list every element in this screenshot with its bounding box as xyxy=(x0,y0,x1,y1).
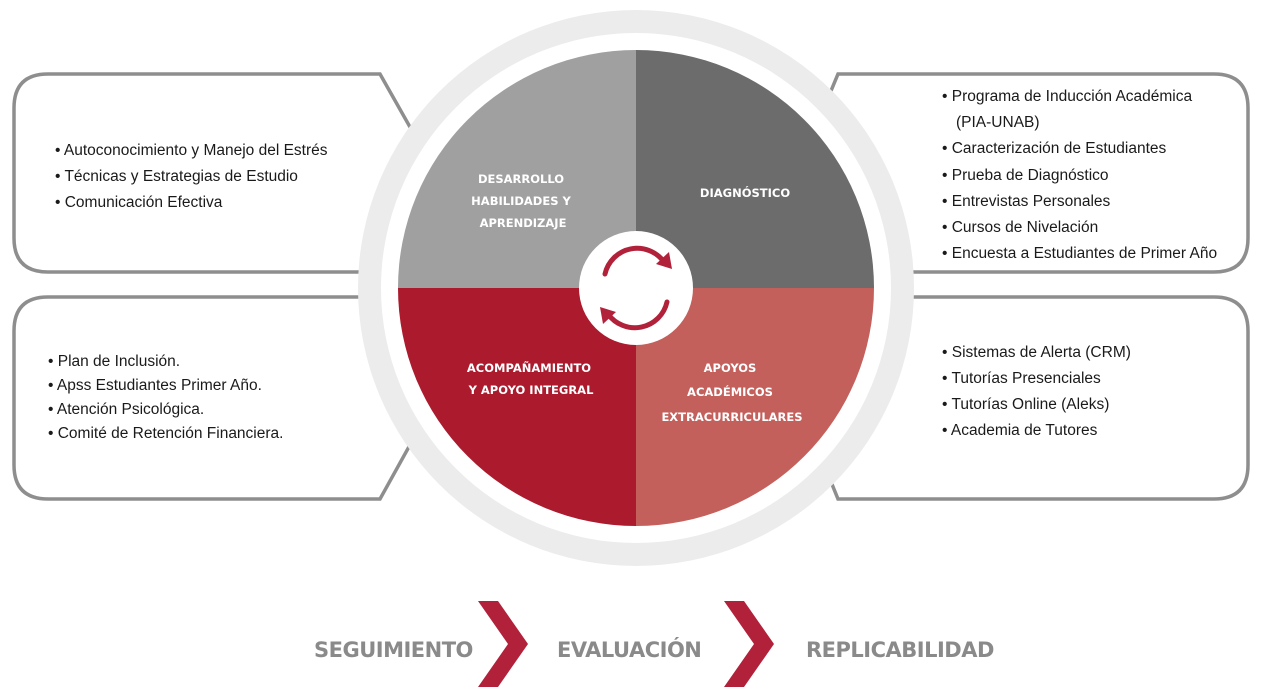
list-item: • Tutorías Presenciales xyxy=(942,370,1101,387)
list-item: • Autoconocimiento y Manejo del Estrés xyxy=(55,142,328,159)
list-item: • Entrevistas Personales xyxy=(942,193,1111,210)
quadrant-label-line: HABILIDADES Y xyxy=(471,194,571,208)
box-top-left-list: • Autoconocimiento y Manejo del Estrés •… xyxy=(55,142,332,211)
quadrant-top-left-label: DESARROLLO HABILIDADES Y APRENDIZAJE xyxy=(471,172,575,230)
list-item: • Apss Estudiantes Primer Año. xyxy=(48,377,262,394)
list-item: • Tutorías Online (Aleks) xyxy=(942,396,1109,413)
quadrant-top-right-label: DIAGNÓSTICO xyxy=(700,185,790,200)
quadrant-bottom-left xyxy=(398,288,636,526)
quadrant-label-line: ACADÉMICOS xyxy=(687,384,773,399)
quadrant-label-line: DESARROLLO xyxy=(478,172,564,186)
cycle-arrows-icon xyxy=(600,245,672,331)
step-evaluacion: EVALUACIÓN xyxy=(557,637,701,662)
step-seguimiento: SEGUIMIENTO xyxy=(314,638,473,662)
list-item: • Atención Psicológica. xyxy=(48,401,204,418)
box-bottom-left-list: • Plan de Inclusión. • Apss Estudiantes … xyxy=(48,353,283,442)
list-item: • Comité de Retención Financiera. xyxy=(48,425,283,442)
quadrant-label-line: ACOMPAÑAMIENTO xyxy=(467,360,591,375)
list-item: • Caracterización de Estudiantes xyxy=(942,140,1167,157)
list-item: (PIA-UNAB) xyxy=(956,114,1040,131)
step-replicabilidad: REPLICABILIDAD xyxy=(806,638,994,662)
quadrant-label-line: Y APOYO INTEGRAL xyxy=(468,383,595,397)
quadrant-label-line: EXTRACURRICULARES xyxy=(661,410,802,424)
quadrant-top-left xyxy=(398,50,636,288)
list-item: • Prueba de Diagnóstico xyxy=(942,167,1109,184)
box-bottom-right-list: • Sistemas de Alerta (CRM) • Tutorías Pr… xyxy=(942,344,1135,439)
list-item: • Técnicas y Estrategias de Estudio xyxy=(55,168,298,185)
list-item: • Encuesta a Estudiantes de Primer Año xyxy=(942,245,1217,262)
chevron-right-icon xyxy=(478,601,528,687)
quadrant-bottom-right xyxy=(636,288,874,526)
list-item: • Sistemas de Alerta (CRM) xyxy=(942,344,1131,361)
list-item: • Academia de Tutores xyxy=(942,422,1098,439)
quadrant-bottom-right-label: APOYOS ACADÉMICOS EXTRACURRICULARES xyxy=(661,361,802,424)
list-item: • Comunicación Efectiva xyxy=(55,194,223,211)
quadrant-label-line: DIAGNÓSTICO xyxy=(700,185,790,200)
quadrant-top-right xyxy=(636,50,874,288)
list-item: • Plan de Inclusión. xyxy=(48,353,180,370)
list-item: • Cursos de Nivelación xyxy=(942,219,1098,236)
quadrant-bottom-left-label: ACOMPAÑAMIENTO Y APOYO INTEGRAL xyxy=(467,360,595,397)
chevron-right-icon xyxy=(724,601,774,687)
quadrant-label-line: APOYOS xyxy=(704,361,757,375)
quadrant-label-line: APRENDIZAJE xyxy=(480,216,567,230)
box-top-right-list: • Programa de Inducción Académica (PIA-U… xyxy=(942,88,1217,262)
list-item: • Programa de Inducción Académica xyxy=(942,88,1192,105)
